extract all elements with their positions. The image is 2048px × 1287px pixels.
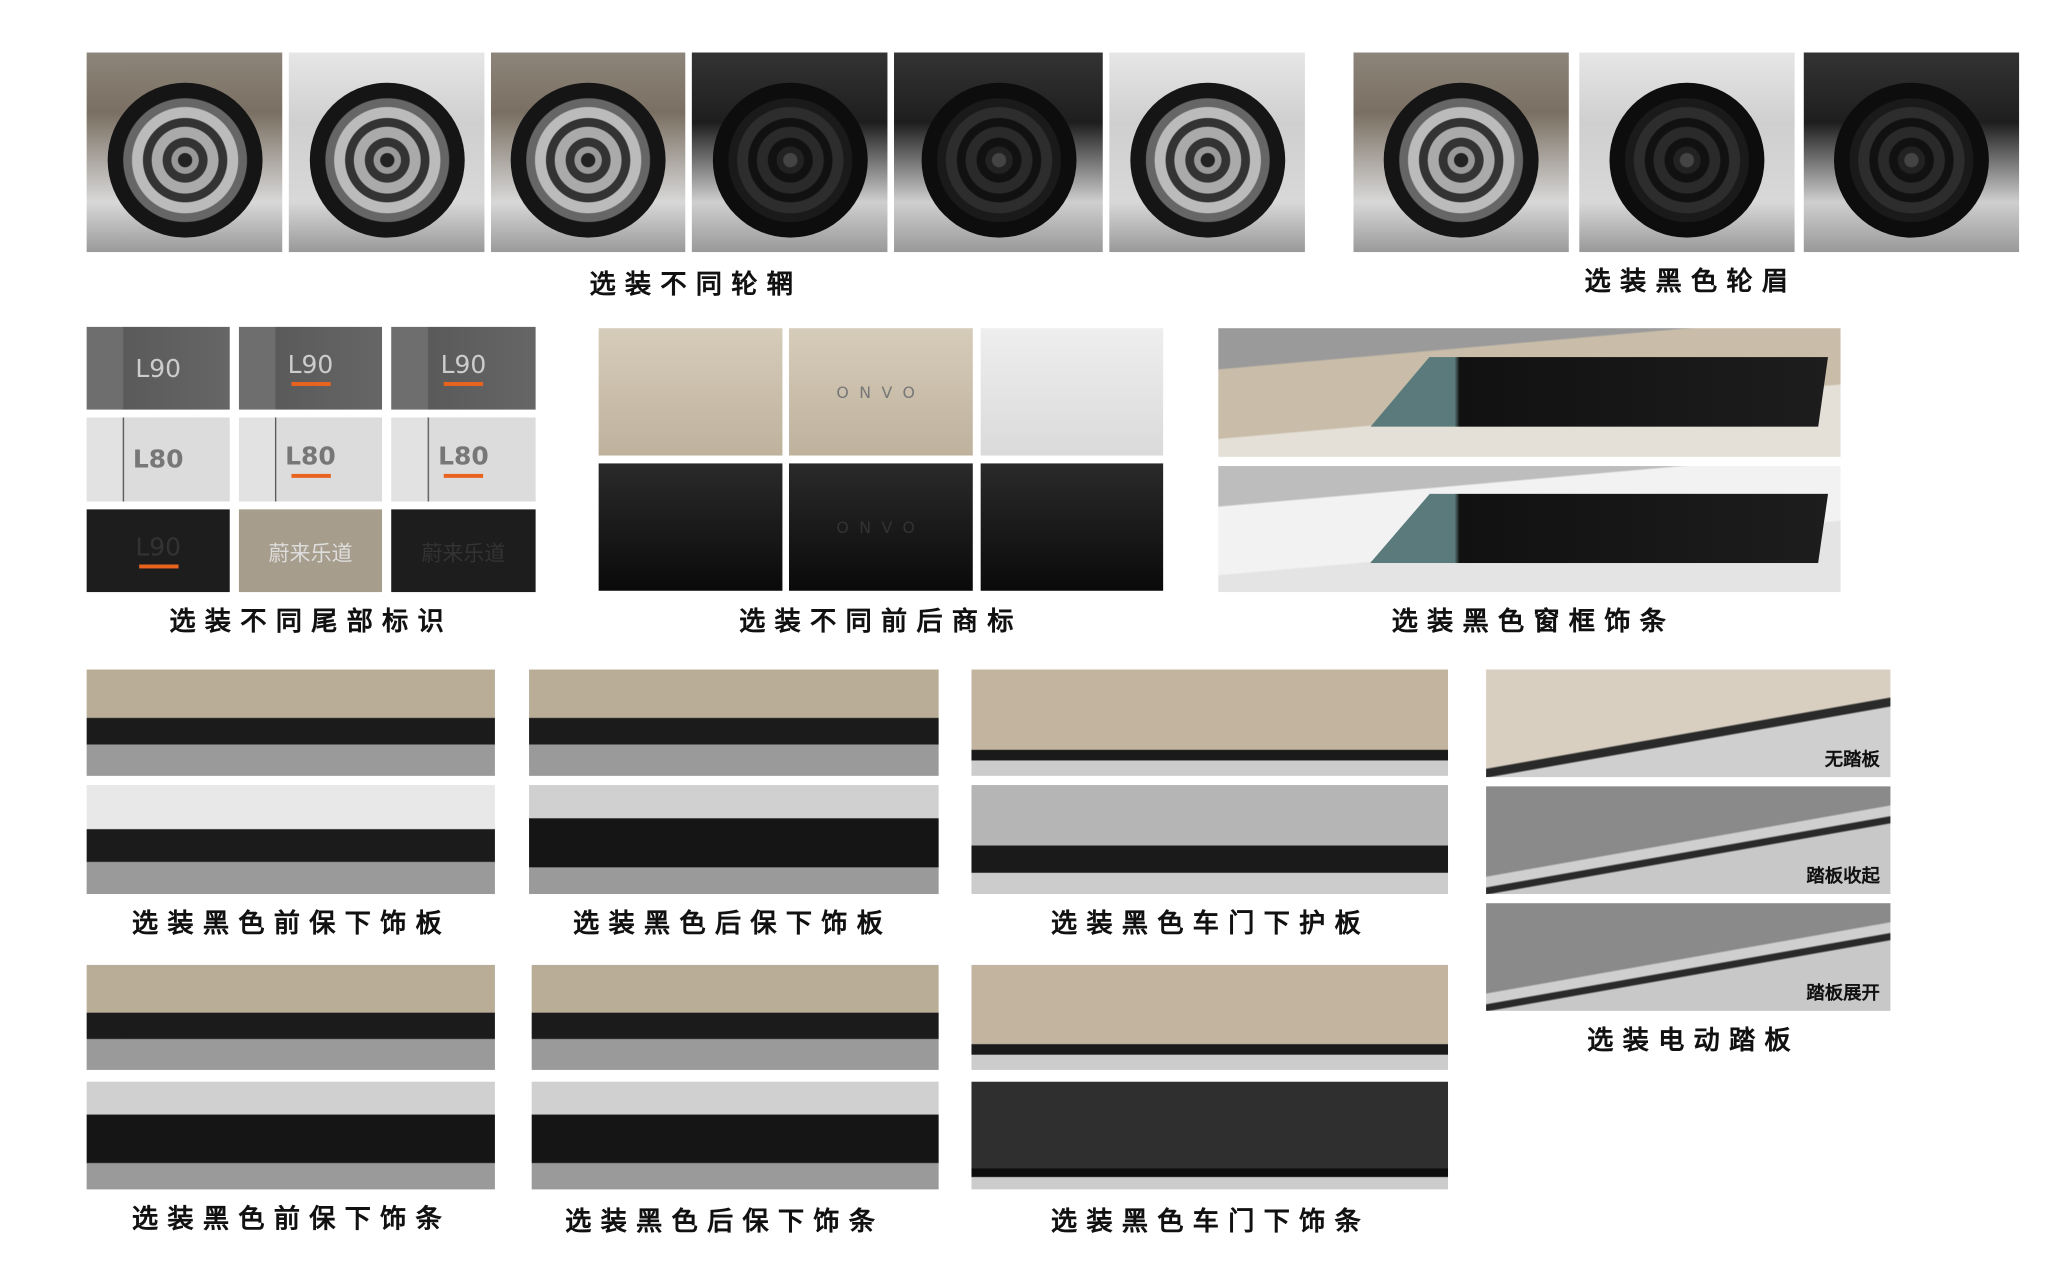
logo-text: ONVO [836, 517, 926, 537]
wheel-image [712, 82, 868, 238]
wheel-image [1383, 82, 1539, 238]
badge-photo: L80 [238, 417, 383, 502]
window-trim-photo-1 [1218, 328, 1841, 457]
badge-text: L90 [440, 350, 487, 380]
badge-photo: 蔚来乐道 [238, 509, 383, 593]
caption-rear-lower-panel: 选装黑色后保下饰板 [573, 907, 893, 939]
caption-window-trim: 选装黑色窗框饰条 [1391, 605, 1676, 637]
logo-photo: ONVO [788, 463, 973, 591]
step-label: 踏板展开 [1806, 983, 1880, 1005]
front-strip-photo-1 [86, 964, 495, 1070]
badge-photo: L90 [238, 326, 383, 410]
caption-rims: 选装不同轮辋 [589, 267, 803, 300]
step-label: 踏板收起 [1806, 866, 1880, 888]
badge-photo: L90 [86, 326, 230, 410]
door-strip-photo-1 [971, 964, 1449, 1070]
rim-photo-6 [1109, 52, 1305, 253]
rim-photo-3 [490, 52, 686, 253]
badge-text: L80 [285, 441, 336, 471]
logo-photo [598, 328, 783, 456]
window-trim-photo-2 [1218, 466, 1841, 593]
logo-text: ONVO [836, 382, 926, 402]
wheel-image [920, 82, 1076, 238]
badge-photo: 蔚来乐道 [391, 509, 536, 593]
step-photo-retracted: 踏板收起 [1486, 786, 1891, 895]
step-photo-none: 无踏板 [1486, 669, 1891, 778]
caption-front-rear-logos: 选装不同前后商标 [739, 605, 1023, 637]
logo-photo: ONVO [788, 328, 973, 456]
wheel-image [309, 82, 465, 238]
rim-photo-1 [86, 52, 283, 253]
caption-front-lower-panel: 选装黑色前保下饰板 [131, 907, 451, 939]
front-panel-photo-2 [86, 785, 495, 895]
badge-text: L80 [438, 441, 489, 471]
wheel-image [1609, 82, 1765, 238]
front-strip-photo-2 [86, 1081, 495, 1190]
caption-door-lower-guard: 选装黑色车门下护板 [1050, 907, 1370, 939]
badge-text: L80 [132, 445, 184, 474]
rim-photo-4 [691, 52, 888, 253]
step-photo-deployed: 踏板展开 [1486, 903, 1891, 1011]
rear-panel-photo-2 [529, 785, 939, 895]
logo-photo [980, 328, 1164, 456]
caption-rear-lower-strip: 选装黑色后保下饰条 [565, 1205, 885, 1237]
logo-photo [980, 463, 1164, 591]
wheel-image [1833, 82, 1989, 238]
front-panel-photo-1 [86, 669, 495, 776]
rear-panel-photo-1 [529, 669, 939, 776]
rear-strip-photo-2 [531, 1081, 939, 1190]
wheel-image [510, 82, 666, 238]
logo-photo [598, 463, 783, 591]
badge-photo: L90 [86, 509, 230, 593]
caption-door-lower-strip: 选装黑色车门下饰条 [1050, 1205, 1370, 1237]
caption-wheel-arches: 选装黑色轮眉 [1584, 265, 1798, 297]
arch-photo-3 [1803, 52, 2020, 253]
badge-text: 蔚来乐道 [421, 540, 506, 566]
badge-text: L90 [135, 532, 182, 562]
caption-power-step: 选装电动踏板 [1587, 1023, 1800, 1056]
caption-rear-badges: 选装不同尾部标识 [169, 605, 453, 637]
wheel-image [106, 82, 262, 238]
badge-photo: L80 [391, 417, 536, 502]
rear-strip-photo-1 [531, 964, 939, 1070]
badge-photo: L80 [86, 417, 230, 502]
door-guard-photo-2 [971, 785, 1449, 895]
rim-photo-5 [894, 52, 1103, 253]
rim-photo-2 [288, 52, 485, 253]
badge-photo: L90 [391, 326, 536, 410]
wheel-image [1129, 82, 1285, 238]
badge-text: 蔚来乐道 [268, 540, 353, 566]
arch-photo-1 [1353, 52, 1569, 253]
window-image [1370, 493, 1829, 564]
door-strip-photo-2 [971, 1081, 1449, 1190]
arch-photo-2 [1579, 52, 1795, 253]
window-image [1370, 356, 1829, 428]
step-label: 无踏板 [1824, 749, 1880, 771]
door-guard-photo-1 [971, 669, 1449, 776]
badge-text: L90 [287, 350, 334, 380]
badge-text: L90 [135, 353, 182, 383]
caption-front-lower-strip: 选装黑色前保下饰条 [131, 1202, 451, 1235]
